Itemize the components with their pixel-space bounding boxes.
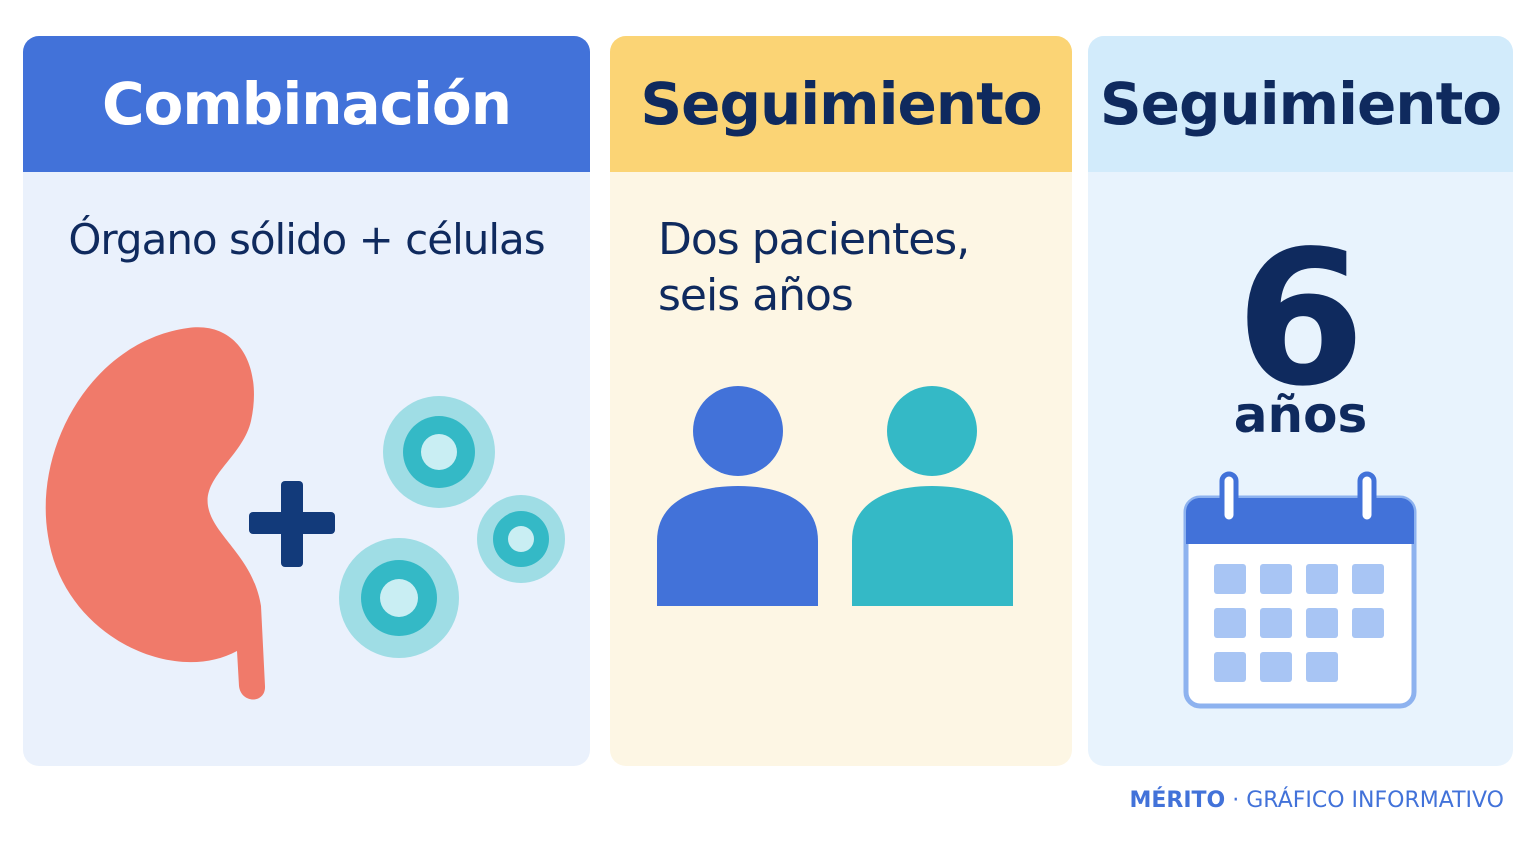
years-unit: años [1233, 386, 1368, 444]
person-icon [657, 386, 818, 606]
card-follow-up-years: Seguimiento 6 años [1088, 36, 1513, 766]
card-header: Combinación [23, 36, 590, 172]
person-icon [852, 386, 1013, 606]
cell-icon [477, 495, 565, 583]
years-number: 6 [1235, 210, 1366, 427]
cell-icon [339, 538, 459, 658]
patients-illustration [657, 386, 1013, 606]
card-follow-up-patients: Seguimiento Dos pacientes, seis años [610, 36, 1072, 766]
card-subtitle: Dos pacientes, seis años [658, 212, 1058, 324]
combination-illustration [45, 327, 565, 700]
card-combination: Combinación Órgano sólido + células [23, 36, 590, 766]
cell-icon [383, 396, 495, 508]
subtitle-line: seis años [658, 270, 854, 321]
calendar-icon [1183, 471, 1417, 709]
footer-separator: · [1225, 788, 1247, 813]
footer-credit: MÉRITO · GRÁFICO INFORMATIVO [1130, 788, 1505, 813]
kidney-icon [45, 327, 266, 700]
footer-brand: MÉRITO [1129, 788, 1226, 813]
card-header: Seguimiento [610, 36, 1072, 172]
card-header: Seguimiento [1088, 36, 1513, 172]
plus-icon [249, 481, 335, 567]
subtitle-line: Dos pacientes, [658, 214, 970, 265]
footer-label: GRÁFICO INFORMATIVO [1246, 788, 1504, 813]
card-subtitle: Órgano sólido + células [68, 215, 545, 264]
